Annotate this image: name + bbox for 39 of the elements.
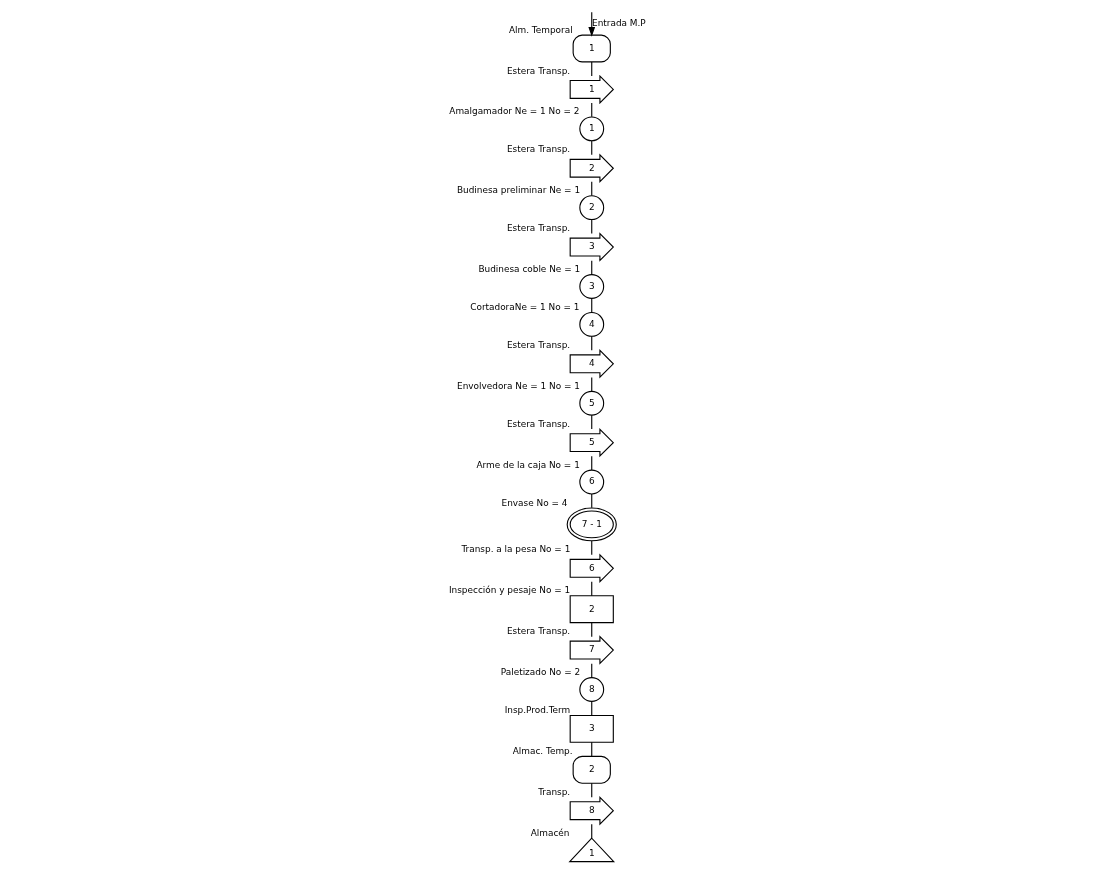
node-label: Estera Transp. [506, 418, 571, 429]
node-label: Insp.Prod.Term [504, 705, 571, 715]
node-label: Inspección y pesaje No = 1 [448, 585, 571, 596]
connector [591, 540, 593, 556]
node-box: 2 [572, 755, 611, 784]
node-label: Estera Transp. [506, 339, 571, 350]
node-label: Amalgamador Ne = 1 No = 2 [449, 106, 580, 117]
connector [591, 181, 593, 197]
node-circle: 2 [579, 195, 605, 221]
node-label: Estera Transp. [506, 144, 571, 155]
node-box: 1 [572, 34, 611, 63]
node-box: 2 [569, 595, 614, 624]
node-circle: 6 [579, 469, 605, 495]
node-label: Envolvedora Ne = 1 No = 1 [457, 380, 580, 391]
node-box: 3 [569, 714, 614, 743]
node-label: Almac. Temp. [512, 745, 573, 756]
node-label: Estera Transp. [506, 223, 571, 234]
edge-label: Entrada M.P [592, 17, 646, 28]
node-label: Alm. Temporal [508, 24, 573, 35]
node-label: Estera Transp. [506, 626, 571, 637]
connector [591, 102, 593, 118]
node-circle: 8 [579, 677, 605, 702]
node-label: Transp. a la pesa No = 1 [461, 544, 571, 555]
connector [591, 493, 593, 509]
node-label: Budinesa coble Ne = 1 [478, 264, 581, 275]
node-circle: 3 [579, 274, 605, 299]
node-label: Transp. [538, 786, 571, 797]
node-label: Envase No = 4 [501, 497, 568, 508]
node-label: Arme de la caja No = 1 [476, 459, 580, 470]
connector [591, 455, 593, 471]
connector [591, 376, 593, 392]
node-label: CortadoraNe = 1 No = 1 [470, 301, 580, 312]
node-label: Estera Transp. [506, 65, 571, 76]
node-label: Almacén [530, 827, 570, 838]
node-circle: 1 [579, 116, 605, 142]
node-circle: 4 [579, 311, 605, 337]
node-label: Budinesa preliminar Ne = 1 [456, 185, 581, 196]
node-label: Paletizado No = 2 [500, 667, 581, 678]
node-circle: 5 [579, 390, 605, 416]
